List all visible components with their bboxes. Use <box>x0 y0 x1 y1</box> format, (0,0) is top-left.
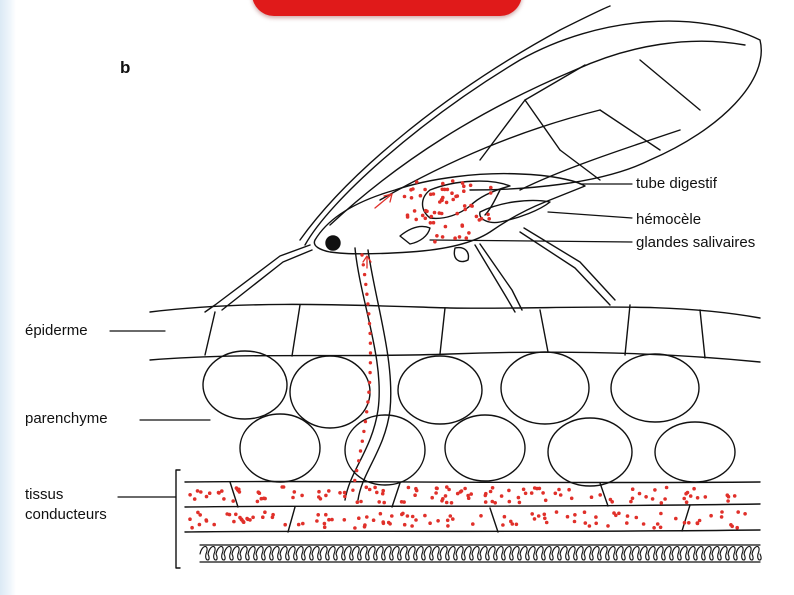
parenchyme-cells <box>203 351 735 486</box>
label-parenchyme: parenchyme <box>25 410 108 427</box>
insect-legs <box>205 228 615 312</box>
insect-eye <box>326 236 340 250</box>
label-glandes-salivaires: glandes salivaires <box>636 234 755 251</box>
spiral-vessel <box>200 547 761 561</box>
label-epiderme: épiderme <box>25 322 88 339</box>
label-hemocele: hémocèle <box>636 211 701 228</box>
label-tissus: tissus <box>25 486 63 503</box>
flow-arrows <box>363 194 392 268</box>
stylet <box>345 248 391 500</box>
tissus-bracket <box>176 470 180 568</box>
panel-letter: b <box>120 58 130 78</box>
label-conducteurs: conducteurs <box>25 506 107 523</box>
leader-lines <box>110 184 632 497</box>
label-tube-digestif: tube digestif <box>636 175 717 192</box>
insect-wing <box>300 6 761 245</box>
epidermis-layer <box>150 304 760 362</box>
